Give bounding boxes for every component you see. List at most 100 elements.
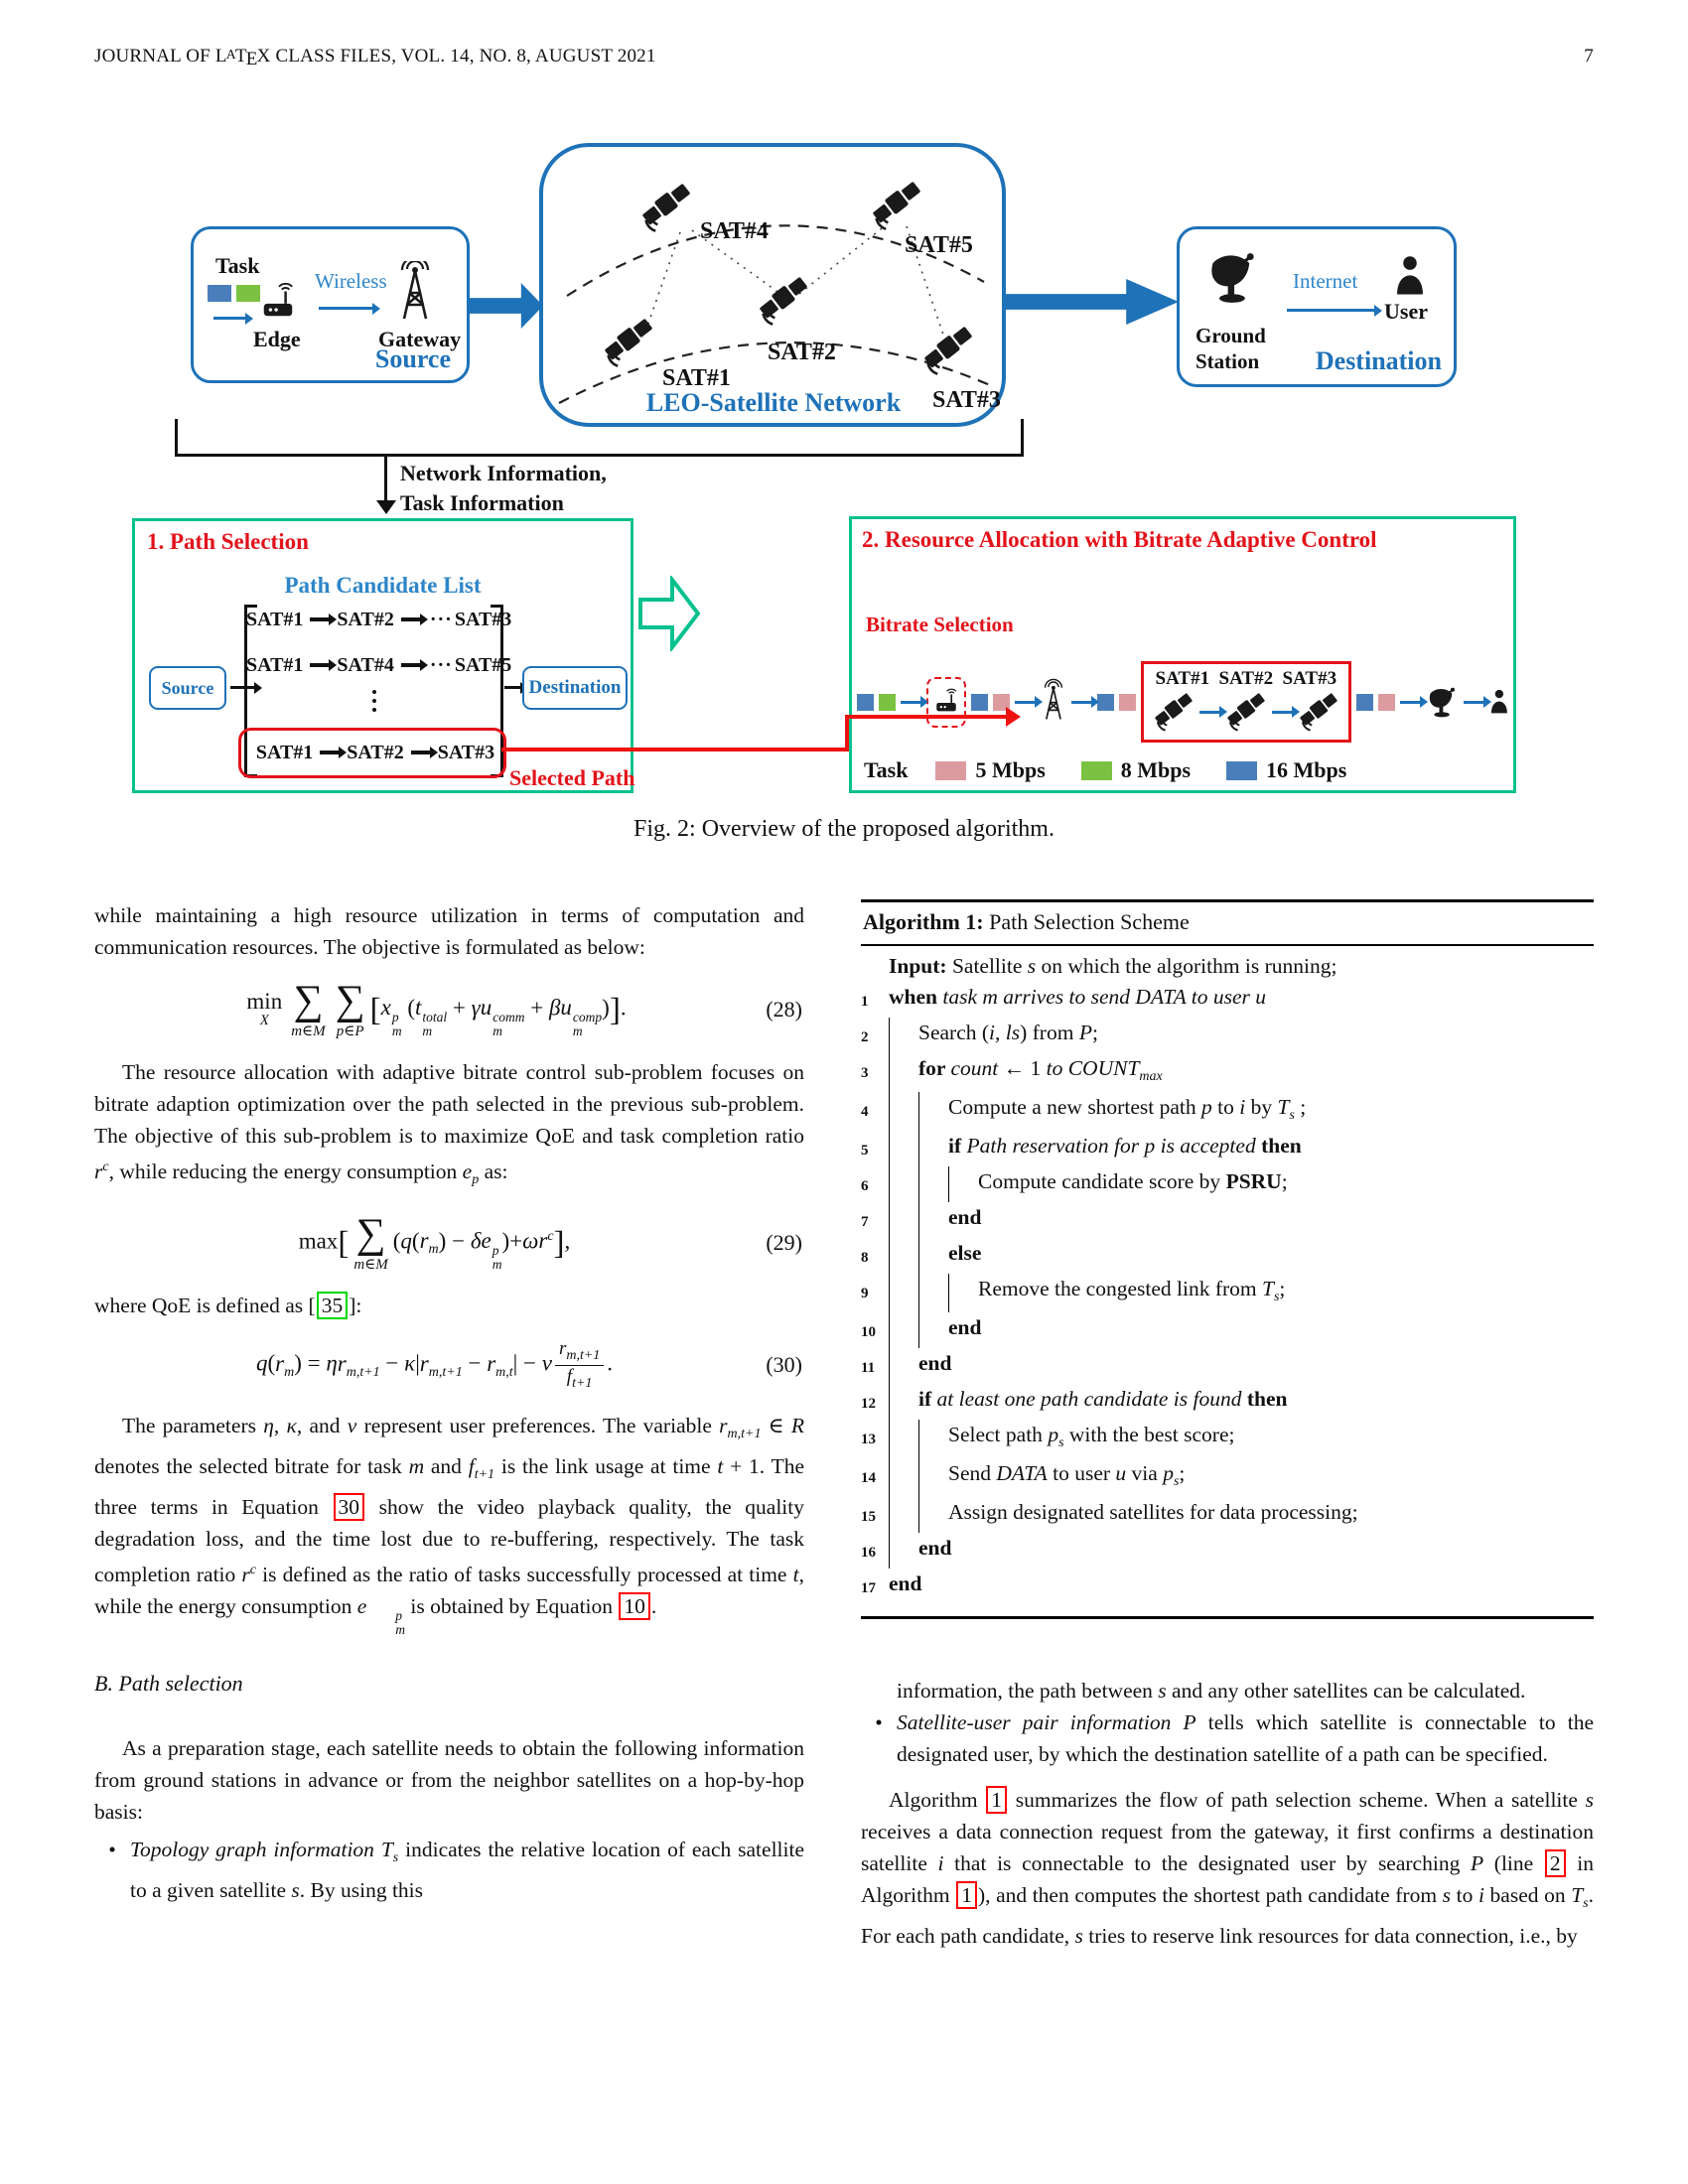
text-segment: (	[411, 1228, 420, 1254]
text-segment: PSRU	[1225, 1169, 1282, 1193]
paragraph: The parameters η, κ, and ν represent use…	[94, 1410, 804, 1637]
text-segment: via	[1126, 1461, 1164, 1485]
text-segment: ν	[347, 1413, 357, 1437]
text-segment: else	[948, 1241, 982, 1265]
down-arrowhead-icon	[376, 500, 396, 514]
indent-guide	[918, 1458, 948, 1497]
sat-labels-row: SAT#1 SAT#2 SAT#3	[1152, 668, 1340, 690]
line-number: 1	[861, 994, 869, 1010]
legend-swatch	[1080, 760, 1112, 780]
line-number: 9	[861, 1286, 869, 1301]
wireless-label: Wireless	[315, 269, 387, 293]
edge-label: Edge	[253, 327, 301, 351]
text-segment: at least one path candidate is found	[936, 1387, 1242, 1411]
task-square-green	[879, 693, 896, 711]
text-segment: Input:	[889, 954, 952, 978]
path-selection-title: 1. Path Selection	[147, 529, 309, 554]
text-segment: P	[1078, 1021, 1092, 1044]
indent-guide	[889, 1166, 918, 1202]
page-number: 7	[1584, 46, 1594, 67]
text-segment: .	[607, 1350, 614, 1376]
text-segment: t	[792, 1562, 799, 1586]
task-square-pink	[1118, 693, 1136, 711]
paragraph: where QoE is defined as [35]:	[94, 1290, 804, 1321]
text-segment: SAT#5	[454, 654, 512, 676]
text-segment: X CLASS FILES, VOL. 14, NO. 8, AUGUST 20…	[256, 46, 656, 67]
task-square-pink	[1377, 693, 1395, 711]
selected-path-connector	[845, 715, 849, 751]
indent-guide	[918, 1166, 948, 1202]
sat3-label: SAT#3	[1282, 668, 1337, 689]
text-segment: [	[338, 1225, 350, 1262]
text-segment: T	[234, 46, 247, 67]
task-label: Task	[215, 253, 260, 278]
path-candidate-list-title: Path Candidate List	[284, 573, 482, 598]
arrow-icon	[410, 747, 438, 758]
text-segment: summarizes the flow of path selection sc…	[1008, 1788, 1586, 1812]
text-segment: denotes the selected bitrate for task	[94, 1453, 409, 1478]
text-segment: max	[298, 1228, 339, 1254]
indent-guide	[889, 1238, 918, 1274]
indent-guide	[918, 1312, 948, 1348]
text-segment: s	[1027, 954, 1037, 978]
indent-guide	[889, 1420, 918, 1458]
math-term: rc	[538, 1228, 554, 1254]
text-segment: δ	[470, 1228, 482, 1254]
algorithm-statement: Compute a new shortest path p to i by Ts…	[948, 1092, 1306, 1131]
resource-allocation-title: 2. Resource Allocation with Bitrate Adap…	[862, 527, 1377, 552]
paragraph: Algorithm 1 summarizes the flow of path …	[861, 1784, 1594, 1952]
bullet-text: Satellite-user pair information P tells …	[897, 1706, 1594, 1770]
algorithm-line: 9 Remove the congested link from Ts;	[861, 1274, 1594, 1312]
arrow-icon	[1271, 706, 1300, 718]
task-square-blue	[857, 693, 874, 711]
line-number: 10	[861, 1324, 876, 1340]
text-segment: ,	[564, 1228, 571, 1254]
text-segment: and	[424, 1453, 469, 1478]
flow-arr-leo-to-destination	[1004, 279, 1179, 325]
step-arrow-icon	[638, 576, 700, 651]
selected-path-satellites: SAT#1 SAT#2 SAT#3	[1140, 661, 1351, 743]
text-segment: DATA	[996, 1461, 1048, 1485]
text-segment: m	[408, 1453, 425, 1478]
algorithm-statement: end	[948, 1312, 981, 1348]
arrow-icon	[230, 681, 262, 694]
ref-link[interactable]: 1	[956, 1881, 977, 1909]
text-segment: is the link usage at time	[494, 1453, 718, 1478]
arrow-icon	[400, 659, 428, 671]
source-panel-title: Source	[374, 344, 451, 373]
ref-link[interactable]: 35	[316, 1292, 349, 1319]
ref-link[interactable]: 2	[1544, 1849, 1566, 1877]
user-icon	[1394, 255, 1426, 297]
text-segment: E	[245, 49, 258, 70]
line-number: 16	[861, 1545, 876, 1561]
math-term: ft+1	[468, 1453, 495, 1482]
ref-link[interactable]: 1	[986, 1786, 1008, 1814]
orbit-arc	[566, 224, 985, 297]
indent-guide	[889, 1092, 918, 1131]
math-term: Ts	[380, 1837, 399, 1865]
text-segment: SAT#4	[337, 654, 394, 676]
text-segment: on which the algorithm is running;	[1036, 954, 1337, 978]
math-term: rc	[94, 1160, 109, 1183]
text-segment: ]	[553, 1225, 565, 1262]
indent-guide	[889, 1131, 918, 1166]
sat-icons-row	[1152, 692, 1340, 732]
text-segment: count	[950, 1056, 999, 1080]
text-segment: is obtained by Equation	[405, 1593, 619, 1618]
algorithm-statement: Remove the congested link from Ts;	[978, 1274, 1285, 1312]
ref-link[interactable]: 10	[619, 1591, 650, 1620]
text-segment: ···	[429, 609, 453, 630]
bracket-line	[175, 454, 1024, 457]
ref-link[interactable]: 30	[333, 1492, 365, 1521]
line-number: 13	[861, 1432, 876, 1447]
